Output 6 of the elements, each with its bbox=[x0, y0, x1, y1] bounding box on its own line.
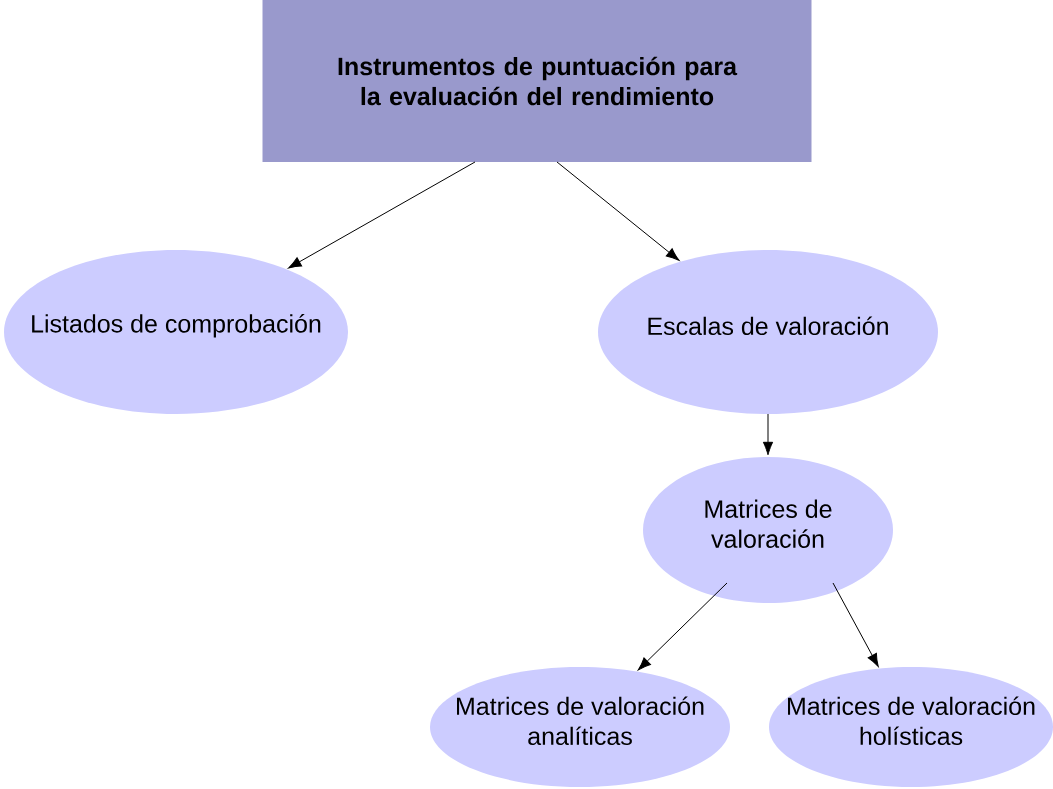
title-box: Instrumentos de puntuación para la evaluación del rendimiento bbox=[262, 0, 812, 162]
arrow bbox=[556, 161, 680, 261]
arrow bbox=[762, 413, 774, 456]
arrow bbox=[288, 161, 476, 269]
arrow bbox=[832, 582, 879, 667]
arrow bbox=[637, 582, 728, 671]
